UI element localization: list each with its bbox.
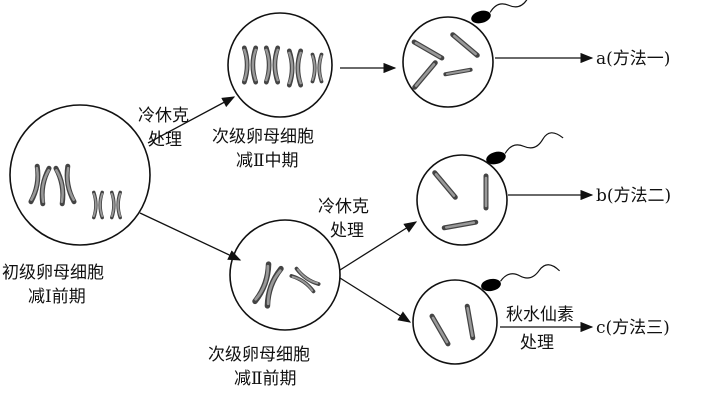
sperm-icon [478, 262, 562, 294]
primary-oocyte-cell [9, 104, 151, 246]
arrow [339, 221, 418, 271]
cold-shock-label: 处理 [148, 130, 182, 150]
primary-prophase-label: 减Ⅰ前期 [28, 287, 86, 307]
colchicine-label: 处理 [520, 333, 554, 353]
colchicine-label: 秋水仙素 [506, 305, 574, 325]
egg-cell-b [416, 129, 566, 246]
secondary-metaphase-label: 减Ⅱ中期 [236, 151, 299, 171]
result-c-label: c(方法三) [596, 318, 670, 338]
secondary-prophase-label: 减Ⅱ前期 [234, 369, 297, 389]
result-b-label: b(方法二) [596, 186, 671, 206]
cold-shock-label: 冷休克 [318, 197, 369, 217]
primary-prophase-label: 初级卵母细胞 [2, 263, 104, 283]
cold-shock-label: 冷休克 [138, 106, 189, 126]
sperm-icon [468, 0, 551, 26]
secondary-oocyte-metaphase-cell [227, 12, 333, 118]
cold-shock-label: 处理 [330, 221, 364, 241]
arrow [139, 212, 242, 261]
arrow [147, 96, 236, 144]
secondary-prophase-label: 次级卵母细胞 [208, 345, 310, 365]
secondary-oocyte-prophase-cell [229, 219, 341, 331]
secondary-metaphase-label: 次级卵母细胞 [212, 127, 314, 147]
result-a-label: a(方法一) [596, 49, 670, 69]
egg-cell-a [402, 0, 551, 108]
egg-cell-c [412, 262, 562, 365]
arrow [339, 277, 412, 323]
sperm-icon [483, 129, 566, 167]
